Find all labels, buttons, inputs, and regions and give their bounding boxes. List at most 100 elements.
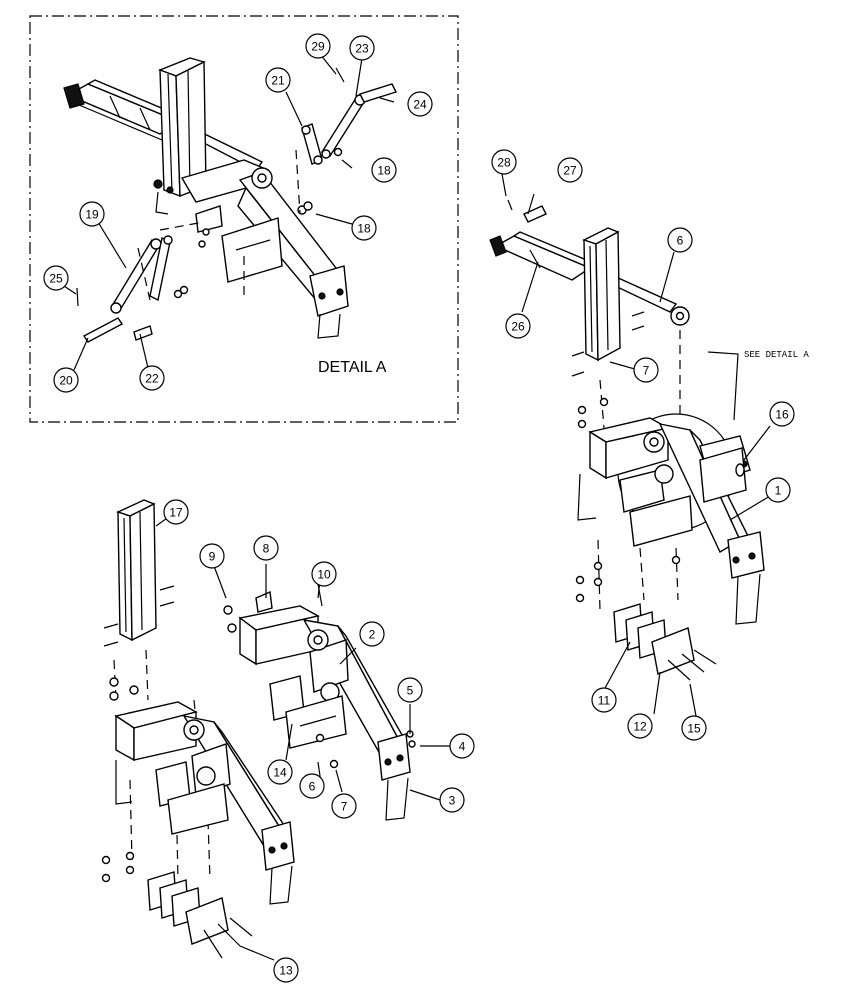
callout-15: 15 bbox=[681, 715, 707, 741]
callout-16: 16 bbox=[769, 401, 795, 427]
callout-circle bbox=[139, 365, 165, 391]
callout-circle bbox=[591, 687, 617, 713]
center-assembly bbox=[223, 583, 416, 821]
callout-circle bbox=[439, 787, 465, 813]
callout-circle bbox=[79, 201, 105, 227]
callout-circle bbox=[199, 543, 225, 569]
callout-circle bbox=[667, 227, 693, 253]
callout-circle bbox=[407, 91, 433, 117]
callout-circle bbox=[769, 401, 795, 427]
callout-27: 27 bbox=[557, 157, 583, 183]
callout-circle bbox=[331, 793, 357, 819]
callout-number: 25 bbox=[49, 272, 63, 286]
detail-a-pins bbox=[76, 67, 397, 343]
callout-circle bbox=[491, 149, 517, 175]
callout-number: 6 bbox=[677, 234, 684, 248]
callout-21: 21 bbox=[265, 67, 291, 93]
callout-circle bbox=[53, 367, 79, 393]
leader-lines bbox=[155, 173, 771, 961]
callout-number: 23 bbox=[355, 42, 369, 56]
detail-a-arm bbox=[180, 159, 349, 339]
callout-8: 8 bbox=[253, 535, 279, 561]
callout-circle bbox=[371, 157, 397, 183]
callout-number: 4 bbox=[459, 740, 466, 754]
detail-a-border bbox=[29, 15, 459, 423]
callout-circle bbox=[681, 715, 707, 741]
callout-17: 17 bbox=[163, 499, 189, 525]
callout-20: 20 bbox=[53, 367, 79, 393]
detail-a-title: DETAIL A bbox=[318, 359, 387, 376]
detail-a-hardware bbox=[173, 147, 343, 299]
callout-circle bbox=[557, 157, 583, 183]
callout-number: 28 bbox=[497, 156, 511, 170]
callout-circle bbox=[163, 499, 189, 525]
callout-number: 15 bbox=[687, 722, 701, 736]
callout-9: 9 bbox=[199, 543, 225, 569]
callout-29: 29 bbox=[305, 33, 331, 59]
callout-18: 18 bbox=[371, 157, 397, 183]
callouts: 1234566778910111213141516171818192021222… bbox=[43, 33, 795, 983]
callout-circle bbox=[359, 621, 385, 647]
callout-number: 19 bbox=[85, 208, 99, 222]
callout-number: 20 bbox=[59, 374, 73, 388]
callout-number: 10 bbox=[317, 568, 331, 582]
callout-number: 12 bbox=[633, 720, 647, 734]
callout-22: 22 bbox=[139, 365, 165, 391]
right-assembly: SEE DETAIL A bbox=[489, 199, 809, 681]
callout-number: 1 bbox=[775, 484, 782, 498]
callout-circle bbox=[311, 561, 337, 587]
callout-12: 12 bbox=[627, 713, 653, 739]
callout-circle bbox=[267, 759, 293, 785]
callout-number: 21 bbox=[271, 74, 285, 88]
callout-circle bbox=[299, 773, 325, 799]
callout-7: 7 bbox=[331, 793, 357, 819]
callout-6: 6 bbox=[667, 227, 693, 253]
callout-circle bbox=[265, 67, 291, 93]
see-detail-label: SEE DETAIL A bbox=[744, 350, 809, 360]
callout-number: 26 bbox=[511, 320, 525, 334]
detail-a-link-21-23 bbox=[301, 94, 366, 165]
callout-circle bbox=[627, 713, 653, 739]
callout-number: 11 bbox=[598, 694, 611, 708]
callout-19: 19 bbox=[79, 201, 105, 227]
callout-23: 23 bbox=[349, 35, 375, 61]
callout-circle bbox=[273, 957, 299, 983]
callout-circle bbox=[253, 535, 279, 561]
callout-circle bbox=[351, 215, 377, 241]
detail-a-leaders bbox=[63, 53, 395, 371]
callout-number: 6 bbox=[309, 780, 316, 794]
callout-5: 5 bbox=[397, 677, 423, 703]
callout-2: 2 bbox=[359, 621, 385, 647]
detail-a-guides bbox=[137, 149, 301, 301]
callout-11: 11 bbox=[591, 687, 617, 713]
callout-28: 28 bbox=[491, 149, 517, 175]
callout-circle bbox=[349, 35, 375, 61]
callout-14: 14 bbox=[267, 759, 293, 785]
callout-24: 24 bbox=[407, 91, 433, 117]
callout-number: 22 bbox=[145, 372, 159, 386]
detail-a-link-19 bbox=[110, 235, 173, 314]
left-assembly bbox=[101, 499, 295, 959]
callout-18: 18 bbox=[351, 215, 377, 241]
callout-number: 8 bbox=[263, 542, 270, 556]
callout-number: 14 bbox=[273, 766, 287, 780]
callout-4: 4 bbox=[449, 733, 475, 759]
callout-number: 17 bbox=[169, 506, 183, 520]
callout-number: 3 bbox=[449, 794, 456, 808]
callout-number: 7 bbox=[643, 364, 650, 378]
callout-number: 9 bbox=[209, 550, 216, 564]
callout-6: 6 bbox=[299, 773, 325, 799]
callout-number: 2 bbox=[369, 628, 376, 642]
callout-7: 7 bbox=[633, 357, 659, 383]
detail-a-mast bbox=[153, 57, 207, 215]
detail-a-group: DETAIL A bbox=[29, 15, 459, 423]
callout-number: 13 bbox=[279, 964, 293, 978]
callout-number: 29 bbox=[311, 40, 325, 54]
callout-circle bbox=[505, 313, 531, 339]
callout-number: 18 bbox=[357, 222, 371, 236]
callout-number: 27 bbox=[563, 164, 577, 178]
callout-circle bbox=[449, 733, 475, 759]
callout-number: 16 bbox=[775, 408, 789, 422]
callout-number: 5 bbox=[407, 684, 414, 698]
